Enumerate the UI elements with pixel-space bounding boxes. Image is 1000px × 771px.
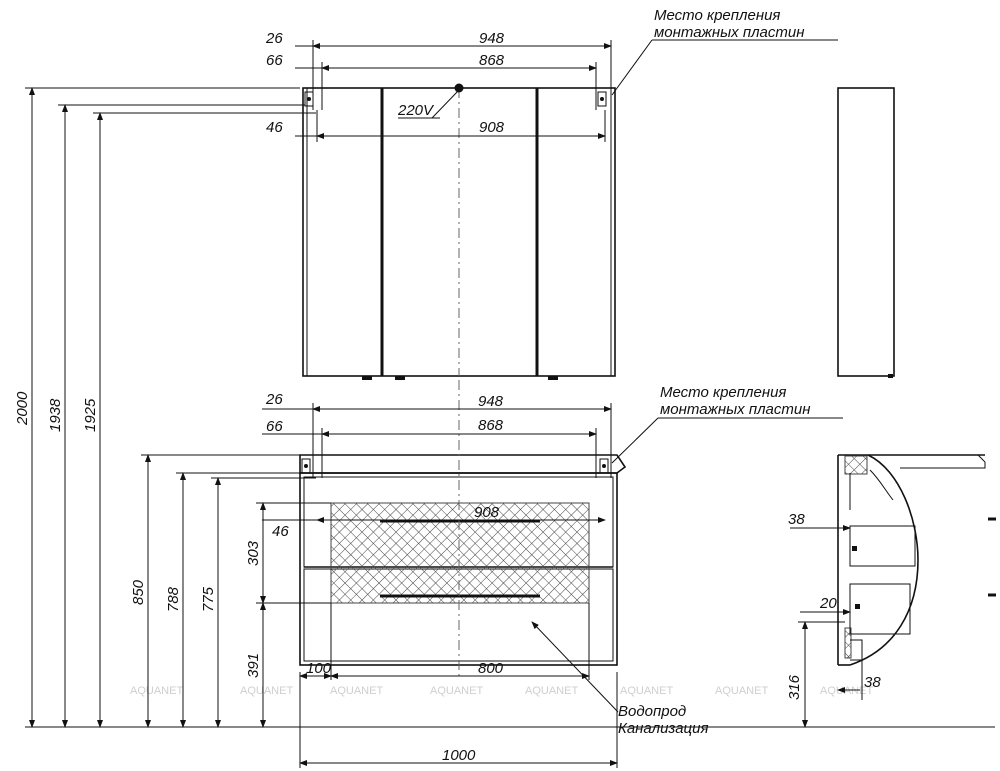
mount-label-bottom-line1: Место крепления [660,384,786,401]
vanity-side [837,454,996,666]
watermark: AQUANET [715,685,768,697]
watermark: AQUANET [240,685,293,697]
dim-66-top: 66 [266,52,283,69]
watermark: AQUANET [330,685,383,697]
mount-label-top-line2: монтажных пластин [654,24,804,41]
mount-label-top-line1: Место крепления [654,7,780,24]
watermark-row: AQUANET AQUANET AQUANET AQUANET AQUANET … [130,685,873,697]
watermark: AQUANET [130,685,183,697]
watermark: AQUANET [525,685,578,697]
dim-1938: 1938 [47,398,64,432]
mirror-cabinet-side [837,87,895,377]
dim-850: 850 [130,579,147,605]
watermark: AQUANET [620,685,673,697]
dim-66-bottom: 66 [266,418,283,435]
dim-800: 800 [478,660,504,677]
dim-948-bottom: 948 [478,393,504,410]
dim-908-top: 908 [479,119,505,136]
watermark: AQUANET [820,685,873,697]
dim-868-bottom: 868 [478,417,504,434]
mount-label-bottom-line2: монтажных пластин [660,401,810,418]
dim-26-bottom: 26 [265,391,283,408]
vanity-front [299,380,627,680]
dim-788: 788 [165,586,182,612]
sewer-label: Канализация [618,720,709,737]
dim-775: 775 [200,586,217,612]
dim-908-bottom: 908 [474,504,500,521]
water-label: Водопрод [618,703,686,720]
dim-1000: 1000 [442,747,476,764]
dim-1925: 1925 [82,398,99,432]
dim-26-top: 26 [265,30,283,47]
mirror-cabinet-front [302,83,616,380]
power-label: 220V [397,102,435,119]
power-outlet-dot [454,83,464,93]
dim-38-side-bottom: 38 [864,674,881,691]
dim-20-side: 20 [819,595,837,612]
dim-868-top: 868 [479,52,505,69]
dim-46-bottom: 46 [272,523,289,540]
dim-46-top: 46 [266,119,283,136]
dim-316-side: 316 [786,674,803,700]
dim-391: 391 [245,653,262,678]
dim-38-side-top: 38 [788,511,805,528]
dim-2000: 2000 [14,391,31,426]
dim-303: 303 [245,540,262,566]
dim-948-top: 948 [479,30,505,47]
dim-100: 100 [306,660,332,677]
vertical-dimensions: 2000 1938 1925 850 788 775 303 391 [14,87,331,728]
watermark: AQUANET [430,685,483,697]
